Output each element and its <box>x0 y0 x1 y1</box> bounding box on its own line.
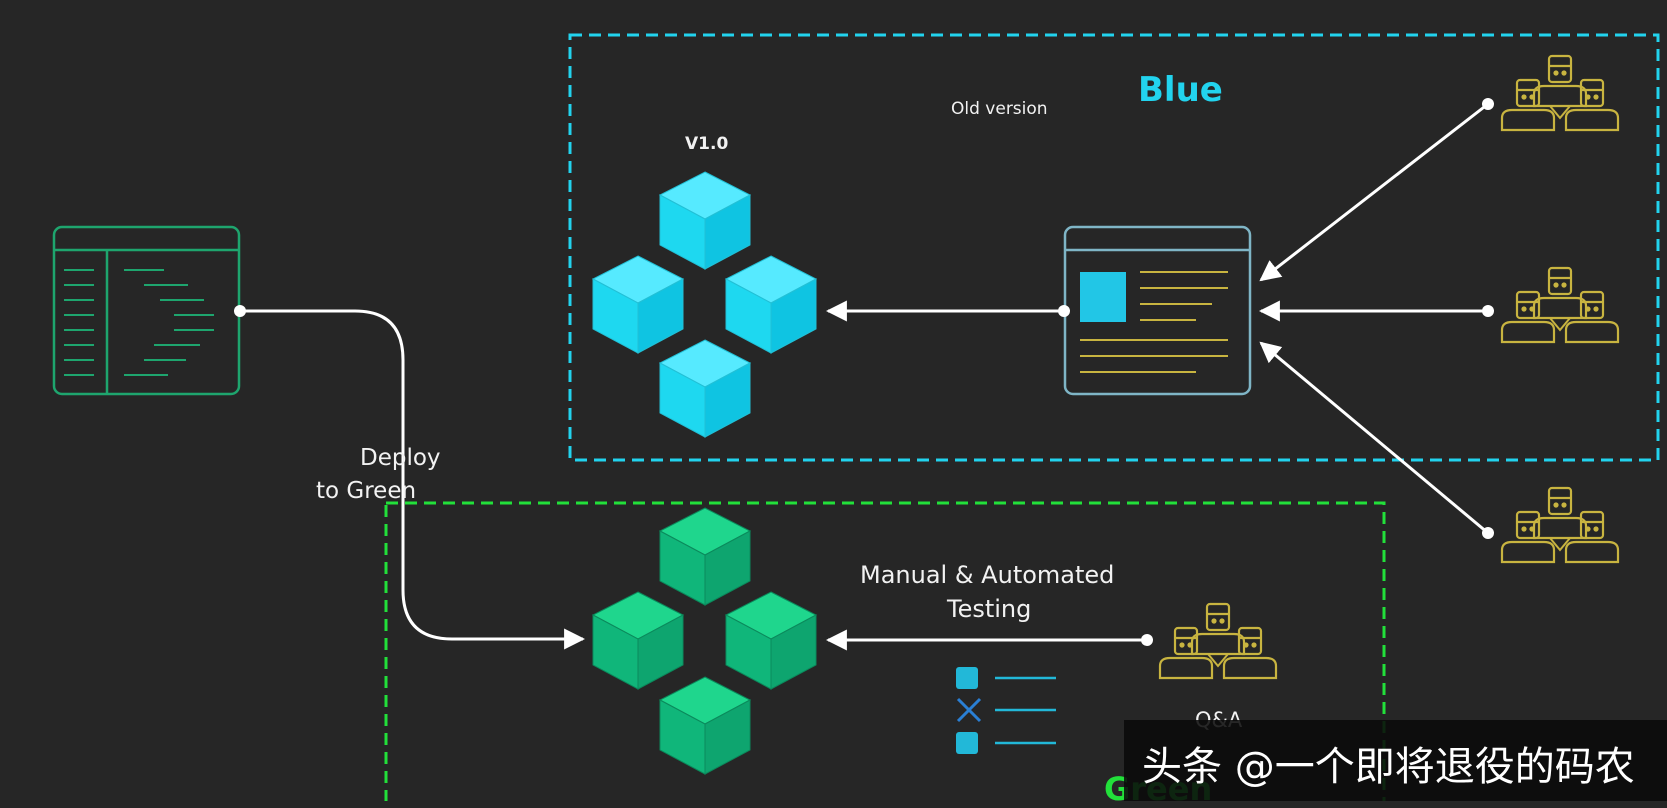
user-traffic-arrow-bottom <box>1259 341 1489 535</box>
deploy-arrow <box>240 309 586 650</box>
users-group-icon-middle <box>1502 268 1618 342</box>
green-cube-cluster <box>592 507 817 775</box>
route-to-blue-dot <box>1058 305 1070 317</box>
blue-v1-cube-cluster <box>592 171 817 438</box>
testing-arrow-dot <box>1141 634 1153 646</box>
v1-version-label: V1.0 <box>685 134 729 154</box>
users-group-icon-top <box>1502 56 1618 130</box>
user-traffic-dot-top <box>1482 98 1494 110</box>
to-green-label: to Green <box>316 478 417 504</box>
load-balancer-icon <box>1063 225 1252 396</box>
deploy-arrow-start-dot <box>234 305 246 317</box>
old-version-label: Old version <box>951 99 1048 119</box>
watermark-banner: 头条 @一个即将退役的码农 <box>1124 720 1667 801</box>
blue-environment-title: Blue <box>1138 70 1223 110</box>
users-group-icon-bottom <box>1502 488 1618 562</box>
qa-team-icon <box>1160 604 1276 678</box>
user-traffic-arrow-top <box>1259 102 1489 282</box>
user-traffic-dot-middle <box>1482 305 1494 317</box>
green-environment-box <box>384 501 1386 801</box>
code-editor-icon <box>52 225 241 396</box>
user-traffic-dot-bottom <box>1482 527 1494 539</box>
testing-label-line2: Testing <box>947 595 1032 623</box>
test-checklist-icon <box>956 667 1056 754</box>
watermark-text: 头条 @一个即将退役的码农 <box>1142 744 1635 790</box>
deploy-label: Deploy <box>360 445 441 471</box>
testing-label-line1: Manual & Automated <box>860 561 1115 589</box>
blue-environment-box <box>568 33 1660 462</box>
